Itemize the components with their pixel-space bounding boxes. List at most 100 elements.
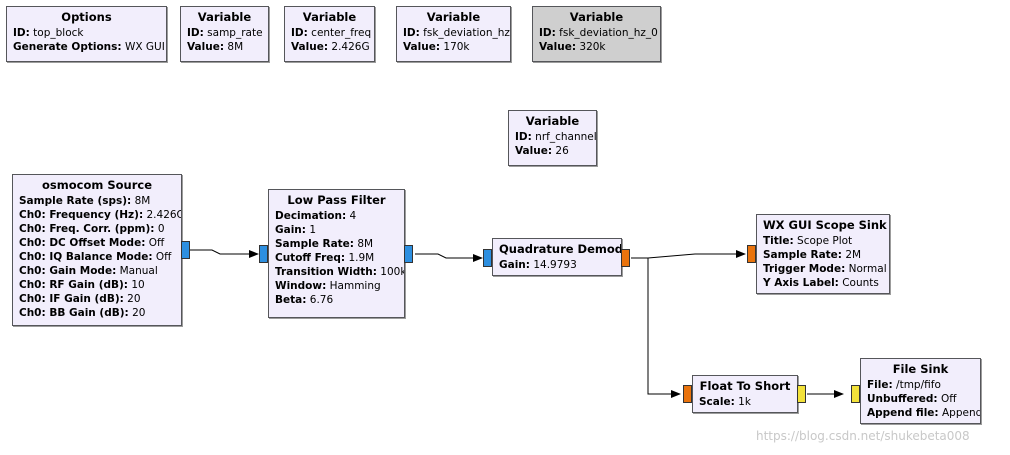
block-title: Variable [569, 10, 624, 24]
param-key: Value: [403, 41, 441, 53]
param-value: fsk_deviation_hz [423, 27, 510, 39]
block-param-row: Sample Rate (sps): 8M [19, 194, 175, 208]
param-value: 14.9793 [533, 259, 577, 271]
param-value: Off [148, 237, 165, 249]
port-lpf-in[interactable] [259, 245, 268, 263]
param-value: 10 [131, 279, 145, 291]
param-key: Ch0: DC Offset Mode: [19, 237, 146, 249]
param-value: 0 [157, 223, 165, 235]
param-key: Transition Width: [275, 266, 377, 278]
param-value: 20 [132, 307, 146, 319]
block-title: Variable [525, 114, 580, 128]
param-key: ID: [403, 27, 420, 39]
param-value: 1 [309, 224, 317, 236]
block-param-row: Beta: 6.76 [275, 293, 398, 307]
block-param-row: ID: fsk_deviation_hz [403, 26, 510, 40]
block-title: File Sink [892, 362, 949, 376]
param-key: Title: [763, 235, 794, 247]
block-title: Quadrature Demod [499, 242, 622, 256]
param-value: samp_rate [207, 27, 263, 39]
param-key: Ch0: IQ Balance Mode: [19, 251, 153, 263]
param-key: Ch0: RF Gain (dB): [19, 279, 129, 291]
port-osmocom-out[interactable] [181, 241, 190, 259]
param-key: Cutoff Freq: [275, 252, 346, 264]
block-param-row: Window: Hamming [275, 279, 398, 293]
param-value: 1k [738, 396, 751, 408]
port-scope-in[interactable] [747, 245, 756, 263]
param-value: 8M [134, 195, 151, 207]
param-value: 320k [579, 41, 606, 53]
block-param-row: Ch0: Gain Mode: Manual [19, 264, 175, 278]
param-key: ID: [13, 27, 30, 39]
param-value: Normal [848, 263, 887, 275]
block-title: Variable [302, 10, 357, 24]
port-quad-in[interactable] [483, 249, 492, 267]
port-f2s-in[interactable] [683, 385, 692, 403]
block-param-row: Append file: Append [867, 406, 980, 420]
param-value: 1.9M [348, 252, 375, 264]
block-param-row: Title: Scope Plot [763, 234, 883, 248]
param-value: 2.426G [146, 209, 182, 221]
param-value: Hamming [329, 280, 381, 292]
param-key: ID: [539, 27, 556, 39]
param-key: Decimation: [275, 210, 347, 222]
param-key: Ch0: IF Gain (dB): [19, 293, 124, 305]
wire-quad-to-scope [631, 250, 746, 259]
port-quad-out[interactable] [621, 249, 630, 267]
block-param-row: Y Axis Label: Counts [763, 276, 883, 290]
block-title: osmocom Source [42, 178, 152, 192]
port-f2s-out[interactable] [797, 385, 806, 403]
param-key: ID: [187, 27, 204, 39]
param-value: 26 [555, 145, 569, 157]
block-param-row: ID: samp_rate [187, 26, 263, 40]
port-lpf-out[interactable] [404, 245, 413, 263]
block-param-row: Ch0: IF Gain (dB): 20 [19, 292, 175, 306]
param-value: 8M [227, 41, 244, 53]
param-value: Counts [842, 277, 879, 289]
param-key: Gain: [499, 259, 530, 271]
block-param-row: Transition Width: 100k [275, 265, 404, 279]
block-param-row: Sample Rate: 2M [763, 248, 883, 262]
wire-quad-to-f2s [647, 258, 681, 398]
block-param-row: Gain: 14.9793 [499, 258, 615, 272]
param-key: Trigger Mode: [763, 263, 846, 275]
param-key: Ch0: BB Gain (dB): [19, 307, 129, 319]
block-param-row: Value: 8M [187, 40, 262, 54]
wire-lpf-to-quad [415, 253, 483, 262]
param-key: Sample Rate (sps): [19, 195, 132, 207]
param-key: Value: [539, 41, 577, 53]
wire-osmocom-to-lpf [190, 249, 259, 258]
param-key: ID: [515, 131, 532, 143]
param-key: Window: [275, 280, 327, 292]
block-param-row: Ch0: Frequency (Hz): 2.426G [19, 208, 181, 222]
param-value: WX GUI [124, 41, 165, 53]
param-key: Append file: [867, 407, 939, 419]
param-value: /tmp/fifo [896, 379, 941, 391]
block-param-row: Ch0: BB Gain (dB): 20 [19, 306, 175, 320]
port-filesink-in[interactable] [851, 385, 860, 403]
block-title: WX GUI Scope Sink [763, 218, 887, 232]
block-param-row: Value: 170k [403, 40, 504, 54]
param-value: 170k [443, 41, 470, 53]
param-key: File: [867, 379, 893, 391]
block-param-row: Gain: 1 [275, 223, 398, 237]
param-value: Off [940, 393, 957, 405]
param-key: Ch0: Frequency (Hz): [19, 209, 144, 221]
watermark-text: https://blog.csdn.net/shukebeta008 [756, 429, 970, 443]
param-value: nrf_channel [535, 131, 597, 143]
block-param-row: Ch0: DC Offset Mode: Off [19, 236, 175, 250]
